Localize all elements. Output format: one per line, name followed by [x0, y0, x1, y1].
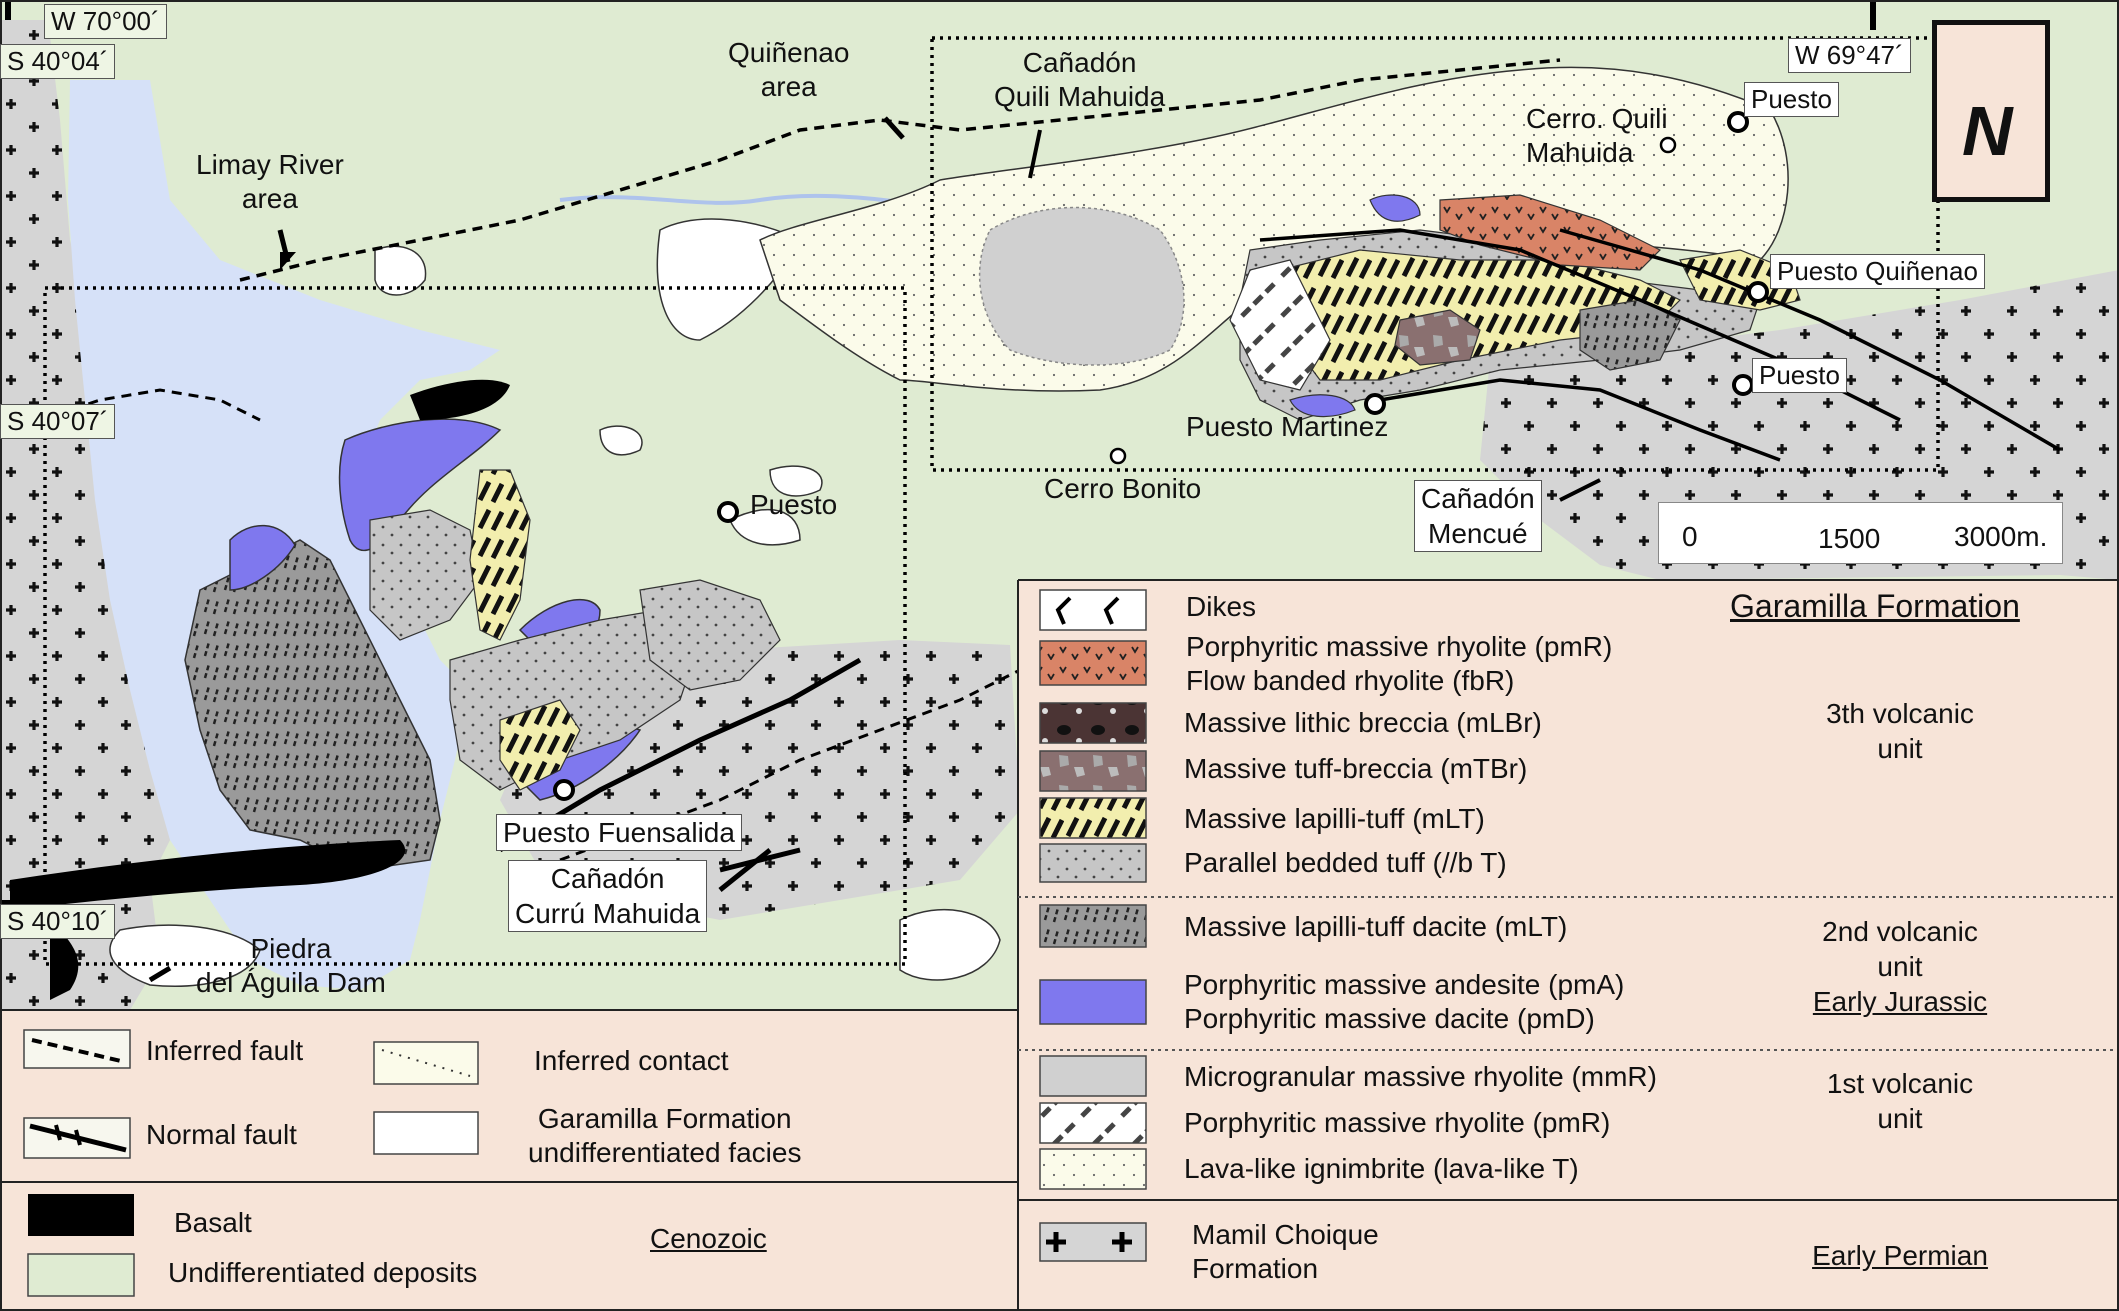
- scale-box: [1658, 502, 2063, 564]
- parallel-bedded-tuff-1: [369, 509, 481, 641]
- label-limay-river: Limay River area: [196, 149, 344, 214]
- label-puesto-martinez: Puesto Martinez: [1186, 411, 1389, 442]
- legend-left-swatches: [23, 1029, 479, 1297]
- puesto-fuensalida-marker: [553, 779, 575, 801]
- legend-mtbr: Massive tuff-breccia (mTBr): [1184, 753, 1528, 784]
- legend-inferred-fault: Inferred fault: [146, 1035, 304, 1066]
- normal-fault-1: [498, 657, 862, 853]
- legend-pbt: Parallel bedded tuff (//b T): [1184, 847, 1507, 878]
- legend-right-swatches: [1039, 589, 1147, 1262]
- andesite-body-2: [229, 524, 296, 591]
- legend-mlt-dacite: Massive lapilli-tuff dacite (mLT): [1184, 911, 1568, 942]
- mamil-choique-west: [0, 20, 185, 1010]
- legend-lava: Lava-like ignimbrite (lava-like T): [1184, 1153, 1579, 1184]
- legend-garamilla-undiff: Garamilla Formation undifferentiated fac…: [528, 1103, 802, 1169]
- label-puesto-fuensalida: Puesto Fuensalida: [496, 814, 742, 851]
- massive-tuff-breccia-east: [1394, 309, 1481, 366]
- legend-mmr: Microgranular massive rhyolite (mmR): [1184, 1061, 1657, 1092]
- legend-andesite: Porphyritic massive andesite (pmA) Porph…: [1184, 969, 1625, 1035]
- legend-rhyolite-fbr: Porphyritic massive rhyolite (pmR) Flow …: [1186, 631, 1613, 697]
- coord-s4010: S 40°10´: [0, 904, 116, 939]
- legend-cenozoic: Cenozoic: [650, 1223, 767, 1254]
- coord-w70: W 70°00´: [44, 4, 167, 39]
- legend-inferred-contact: Inferred contact: [534, 1045, 729, 1076]
- porphyritic-massive-rhyolite-east: [1439, 194, 1662, 271]
- legend-mlbr: Massive lithic breccia (mLBr): [1184, 707, 1542, 738]
- coord-s4007: S 40°07´: [0, 404, 116, 439]
- legend-mlt: Massive lapilli-tuff (mLT): [1184, 803, 1485, 834]
- label-canadon-mencue: Cañadón Mencué: [1414, 480, 1542, 552]
- legend-basalt: Basalt: [174, 1207, 252, 1238]
- legend-pmr: Porphyritic massive rhyolite (pmR): [1184, 1107, 1611, 1138]
- puesto-quinenao-marker: [1747, 281, 1769, 303]
- legend-unit2: 2nd volcanic unit: [1822, 916, 1978, 982]
- massive-lapilli-tuff-2: [499, 699, 581, 791]
- north-arrow-label: N: [1962, 92, 2013, 170]
- porphyritic-massive-rhyolite-hatched: [1229, 259, 1331, 391]
- label-canadon-curru: Cañadón Currú Mahuida: [508, 860, 708, 932]
- andesite-body-1: [338, 418, 502, 552]
- legend-mamil: Mamil Choique Formation: [1192, 1219, 1379, 1285]
- legend-early-permian: Early Permian: [1812, 1240, 1988, 1271]
- legend-left-panel: [0, 1010, 1018, 1311]
- legend-right-panel: [1018, 580, 2119, 1311]
- label-puesto-ne: Puesto: [1744, 82, 1839, 117]
- label-puesto-quinenao: Puesto Quiñenao: [1770, 254, 1985, 289]
- label-piedra-dam: Piedra del Águila Dam: [196, 933, 386, 998]
- scale-tick-0: 0: [1682, 521, 1698, 552]
- legend-normal-fault: Normal fault: [146, 1119, 297, 1150]
- microgranular-massive-rhyolite: [978, 206, 1185, 366]
- puesto-mid-marker: [717, 501, 739, 523]
- label-canadon-quili: Cañadón Quili Mahuida: [994, 47, 1166, 112]
- cerro-bonito-marker: [1109, 447, 1127, 465]
- massive-lapilli-tuff-1: [469, 469, 531, 641]
- legend-garamilla-title: Garamilla Formation: [1730, 588, 2020, 624]
- basalt-1: [410, 379, 510, 420]
- label-cerro-quili: Cerro. Quili Mahuida: [1526, 103, 1668, 168]
- scale-tick-1500: 1500: [1818, 523, 1881, 554]
- cerro-quili-marker: [1659, 136, 1677, 154]
- legend-unit1: 1st volcanic unit: [1826, 1068, 1974, 1134]
- legend-dikes: Dikes: [1186, 591, 1257, 622]
- massive-lapilli-tuff-dacite-west: [184, 539, 441, 871]
- label-cerro-bonito: Cerro Bonito: [1044, 473, 1202, 504]
- puesto-e-marker: [1732, 374, 1754, 396]
- parallel-bedded-tuff-3: [639, 579, 781, 691]
- coord-s4004: S 40°04´: [0, 44, 116, 79]
- legend-unit3: 3th volcanic unit: [1826, 698, 1974, 764]
- basalt-2: [10, 840, 406, 910]
- puesto-martinez-marker: [1364, 393, 1386, 415]
- north-arrow-box: [1932, 20, 2050, 202]
- label-quinenao-area: Quiñenao area: [728, 37, 850, 102]
- coord-w6947: W 69°47´: [1788, 38, 1911, 73]
- puesto-ne-marker: [1727, 111, 1749, 133]
- label-puesto-e: Puesto: [1752, 358, 1847, 393]
- label-puesto-mid: Puesto: [750, 489, 838, 520]
- scale-tick-3000: 3000m.: [1954, 521, 2048, 552]
- legend-undiff-deposits: Undifferentiated deposits: [168, 1257, 478, 1288]
- legend-early-jurassic: Early Jurassic: [1812, 986, 1988, 1017]
